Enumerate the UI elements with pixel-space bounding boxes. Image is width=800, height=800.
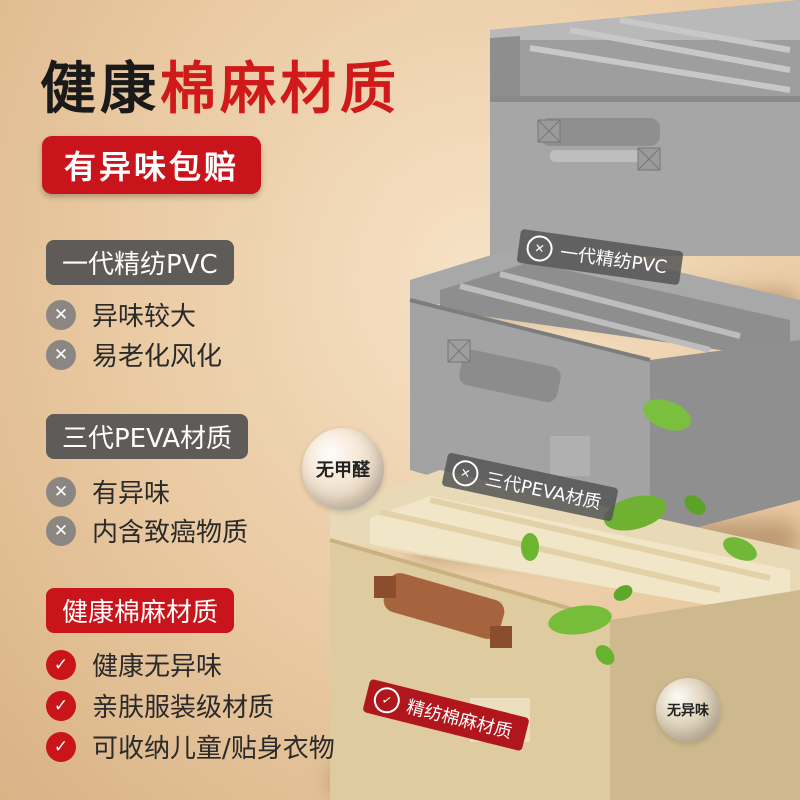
leaf-icon [595,645,615,665]
list-item-label: 亲肤服装级材质 [92,693,275,723]
leaf-icon [643,399,691,431]
x-circle-icon: ✕ [524,233,555,264]
list-item-label: 健康无异味 [92,652,223,682]
check-circle-icon: ✓ [46,731,76,762]
list-item: ✕ 易老化风化 [46,336,222,373]
list-item-label: 异味较大 [92,302,197,332]
headline: 健康棉麻材质 [40,44,400,125]
section-label-peva: 三代PEVA材质 [46,414,249,459]
x-circle-icon: ✕ [450,457,481,489]
bubble-no-odor: 无异味 [656,678,720,742]
check-circle-icon: ✓ [46,649,76,680]
leaf-icon [603,495,667,531]
x-circle-icon: ✕ [46,476,76,507]
bubble-label: 无异味 [667,703,709,719]
section-label-linen: 健康棉麻材质 [46,588,235,633]
list-item-label: 内含致癌物质 [92,518,249,548]
list-item: ✓ 可收纳儿童/贴身衣物 [46,728,335,765]
list-item: ✓ 亲肤服装级材质 [46,687,274,724]
leaf-icon [613,585,633,601]
bubble-no-formaldehyde: 无甲醛 [302,428,384,510]
headline-part2: 棉麻材质 [160,57,400,122]
headline-part1: 健康 [40,57,160,122]
x-circle-icon: ✕ [46,339,76,370]
check-circle-icon: ✓ [46,690,76,721]
list-item: ✕ 异味较大 [46,296,196,333]
bubble-label: 无甲醛 [316,460,370,481]
check-circle-icon: ✓ [371,684,403,717]
leaf-icon [684,495,706,515]
leaf-icon [723,537,757,561]
gray-box-top [490,0,800,256]
x-circle-icon: ✕ [46,299,76,330]
list-item-label: 可收纳儿童/贴身衣物 [92,734,335,764]
section-label-pvc: 一代精纺PVC [46,240,234,285]
leaf-icon [548,605,612,635]
list-item: ✕ 内含致癌物质 [46,512,248,549]
odor-guarantee-badge: 有异味包赔 [42,136,262,194]
list-item-label: 易老化风化 [92,342,223,372]
x-circle-icon: ✕ [46,515,76,546]
list-item: ✓ 健康无异味 [46,646,222,683]
leaf-icon [521,533,539,561]
list-item: ✕ 有异味 [46,473,170,510]
list-item-label: 有异味 [92,479,171,509]
